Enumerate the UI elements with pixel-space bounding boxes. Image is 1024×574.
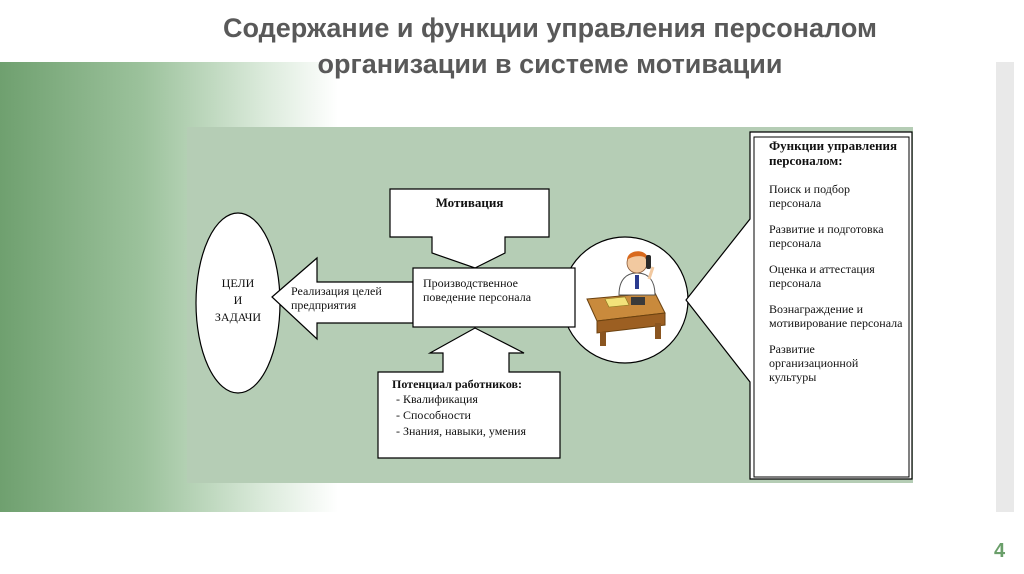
function-item: Оценка и аттестация персонала: [769, 262, 875, 290]
potential-item: - Знания, навыки, умения: [396, 424, 526, 438]
motivation-arrow: [389, 188, 550, 269]
realization-label: Реализация целей предприятия: [291, 284, 382, 312]
right-edge-strip: [996, 62, 1014, 512]
goals-line: ЗАДАЧИ: [214, 310, 262, 324]
motivation-diagram: ЦЕЛИ И ЗАДАЧИ Реализация целей предприят…: [187, 127, 913, 483]
functions-title: Функции управления персоналом:: [769, 138, 898, 168]
function-item: Вознаграждение и мотивирование персонала: [769, 302, 903, 330]
behavior-box-shape: [412, 267, 576, 328]
page-number: 4: [994, 540, 1006, 562]
diagram-shapes: [195, 131, 913, 480]
behavior-label: Производственное поведение персонала: [423, 276, 532, 304]
potential-item: - Квалификация: [396, 392, 478, 406]
potential-arrow: [377, 327, 561, 459]
slide-title: Содержание и функции управления персонал…: [223, 13, 877, 79]
functions-panel: Функции управления персоналом: Поиск и п…: [769, 138, 903, 384]
motivation-label: Мотивация: [435, 195, 504, 210]
goals-label: ЦЕЛИ И ЗАДАЧИ: [207, 275, 269, 326]
goals-line: И: [233, 293, 243, 307]
potential-title: Потенциал работников:: [392, 377, 522, 391]
potential-item: - Способности: [396, 408, 471, 422]
potential-label: Потенциал работников: - Квалификация - С…: [392, 377, 557, 438]
function-item: Развитие организационной культуры: [769, 342, 859, 384]
goals-line: ЦЕЛИ: [221, 276, 255, 290]
function-item: Развитие и подготовка персонала: [769, 222, 884, 250]
functions-panel-border: [753, 136, 910, 478]
function-item: Поиск и подбор персонала: [769, 182, 850, 210]
worker-at-desk-with-phone-icon: [586, 251, 666, 346]
